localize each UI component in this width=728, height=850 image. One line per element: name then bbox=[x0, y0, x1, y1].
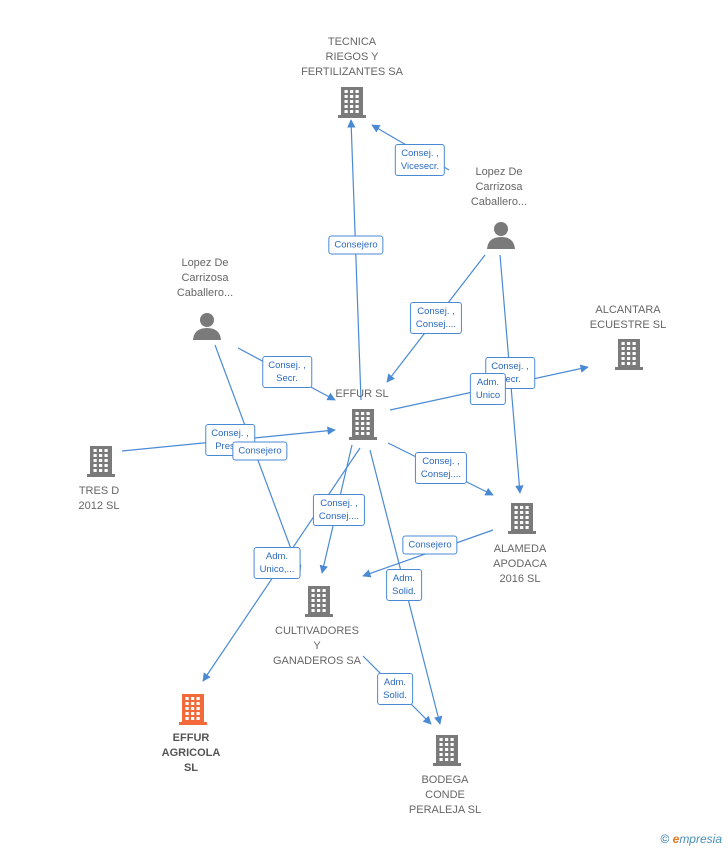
node-label-effuragricola[interactable]: EFFUR AGRICOLA SL bbox=[161, 732, 221, 774]
node-label-lopez2[interactable]: Lopez De Carrizosa Caballero... bbox=[176, 257, 234, 299]
relationship-label[interactable]: Adm. Unico bbox=[469, 373, 507, 405]
brand-logo[interactable]: empresia bbox=[672, 832, 722, 846]
building-icon[interactable] bbox=[348, 407, 378, 446]
relationship-label[interactable]: Adm. Solid. bbox=[377, 673, 413, 705]
relationship-label[interactable]: Consej. , Consej.... bbox=[409, 302, 463, 334]
node-label-cultivadores[interactable]: CULTIVADORES Y GANADEROS SA bbox=[272, 625, 362, 667]
node-label-effur[interactable]: EFFUR SL bbox=[335, 388, 389, 400]
relationship-label[interactable]: Consej. , Consej.... bbox=[312, 494, 366, 526]
person-icon[interactable] bbox=[192, 311, 222, 346]
building-icon[interactable] bbox=[432, 733, 462, 772]
building-icon[interactable] bbox=[304, 584, 334, 623]
relationship-label[interactable]: Consejero bbox=[402, 535, 458, 555]
node-label-tresd[interactable]: TRES D 2012 SL bbox=[78, 485, 120, 512]
node-label-alcantara[interactable]: ALCANTARA ECUESTRE SL bbox=[589, 304, 667, 331]
relationship-label[interactable]: Consej. , Presid. bbox=[205, 424, 255, 456]
copyright-icon: © bbox=[660, 832, 670, 846]
building-icon[interactable] bbox=[178, 692, 208, 731]
relationship-label[interactable]: Consej. , Vicesecr. bbox=[394, 144, 446, 176]
relationship-label[interactable]: Consejero bbox=[232, 441, 288, 461]
relationship-label[interactable]: Consej. , Secr. bbox=[262, 356, 312, 388]
copyright-footer: © empresia bbox=[660, 832, 722, 846]
building-icon[interactable] bbox=[507, 501, 537, 540]
relationship-label[interactable]: Adm. Solid. bbox=[386, 569, 422, 601]
person-icon[interactable] bbox=[486, 220, 516, 255]
node-label-tecnica[interactable]: TECNICA RIEGOS Y FERTILIZANTES SA bbox=[301, 36, 403, 78]
relationship-label[interactable]: Consej. , Consej.... bbox=[414, 452, 468, 484]
node-label-alameda[interactable]: ALAMEDA APODACA 2016 SL bbox=[493, 543, 547, 585]
relationship-label[interactable]: Consejero bbox=[328, 235, 384, 255]
building-icon[interactable] bbox=[337, 85, 367, 124]
node-label-bodega[interactable]: BODEGA CONDE PERALEJA SL bbox=[408, 774, 482, 816]
edge-line bbox=[347, 119, 362, 401]
relationship-label[interactable]: Adm. Unico,... bbox=[253, 547, 301, 579]
building-icon[interactable] bbox=[614, 337, 644, 376]
node-label-lopez1[interactable]: Lopez De Carrizosa Caballero... bbox=[470, 166, 528, 208]
building-icon[interactable] bbox=[86, 444, 116, 483]
